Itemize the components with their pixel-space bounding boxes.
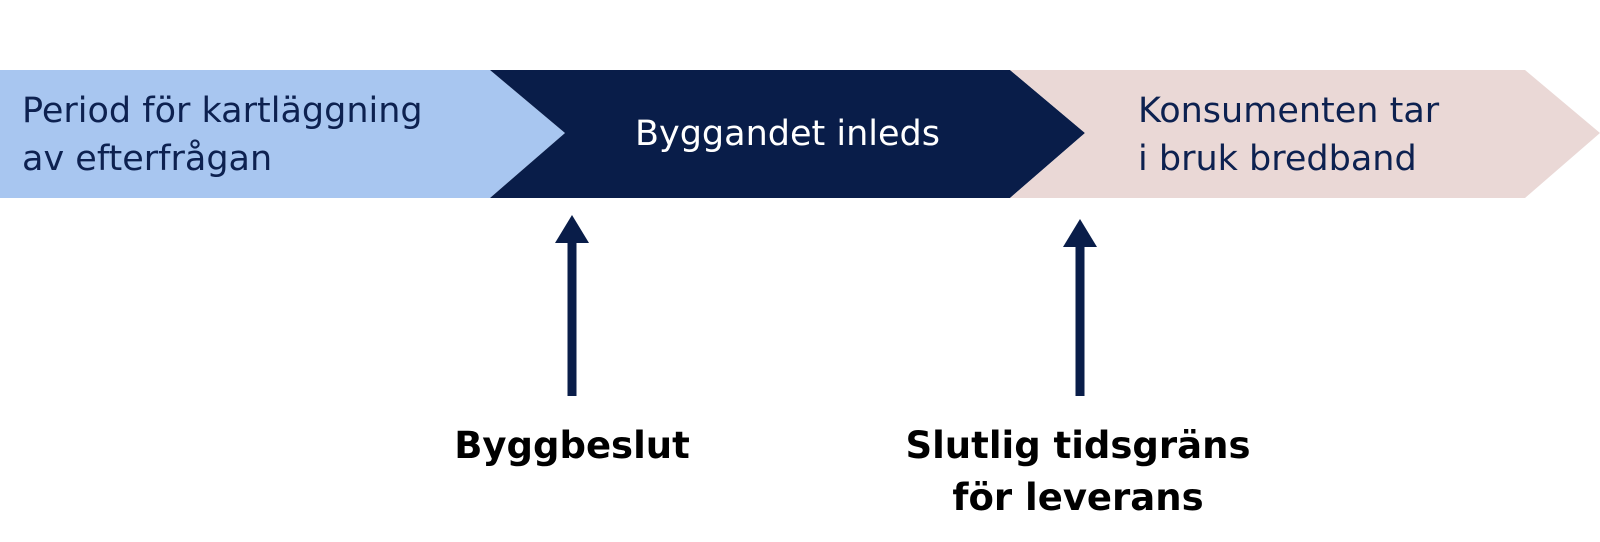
phase-3-label: Konsumenten tar i bruk bredband xyxy=(1138,87,1439,183)
milestone-1-label-line-1: Byggbeslut xyxy=(454,424,690,467)
phase-2-label-line-1: Byggandet inleds xyxy=(634,114,940,154)
milestone-2-arrow-head xyxy=(1063,219,1097,247)
phase-1-label-line-2: av efterfrågan xyxy=(22,139,273,179)
milestone-1-arrow xyxy=(555,215,589,396)
phase-2-label: Byggandet inleds xyxy=(555,110,1020,158)
phase-3-chevron xyxy=(1010,70,1600,198)
milestone-2-label-line-1: Slutlig tidsgräns xyxy=(905,424,1251,467)
phase-1-label: Period för kartläggning av efterfrågan xyxy=(22,87,423,183)
phase-3-label-line-2: i bruk bredband xyxy=(1138,139,1417,179)
milestone-2-label-line-2: för leverans xyxy=(952,476,1204,519)
phase-2-chevron xyxy=(490,70,1085,198)
milestone-2-arrow xyxy=(1063,219,1097,396)
milestone-2-label: Slutlig tidsgräns för leverans xyxy=(898,420,1258,524)
phase-1-chevron xyxy=(0,70,565,198)
milestone-1-label: Byggbeslut xyxy=(412,420,732,472)
phase-3-label-line-1: Konsumenten tar xyxy=(1138,91,1440,131)
phase-1-label-line-1: Period för kartläggning xyxy=(22,91,423,131)
milestone-1-arrow-head xyxy=(555,215,589,243)
